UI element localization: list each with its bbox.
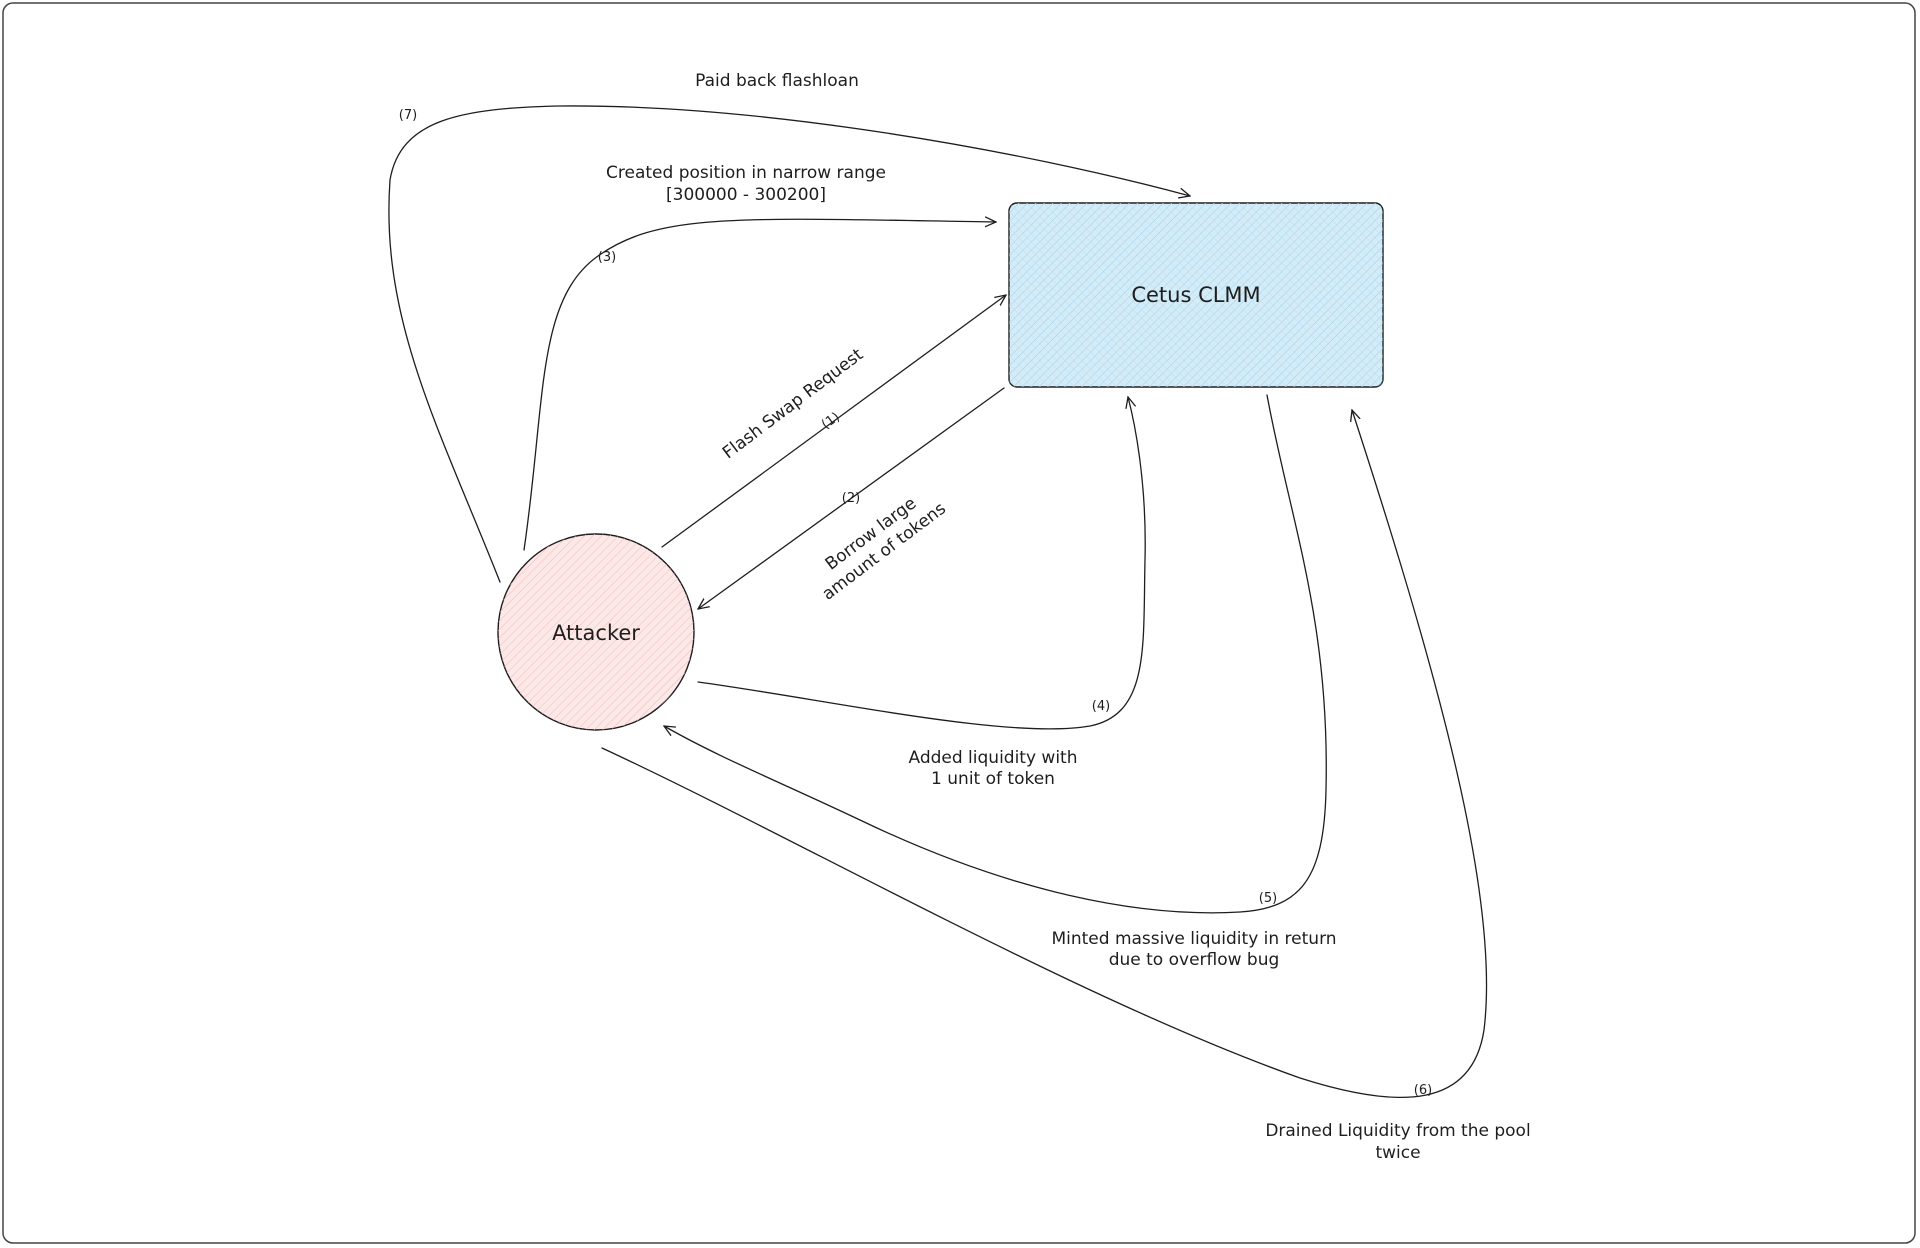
svg-text:1 unit of token: 1 unit of token xyxy=(931,769,1055,789)
edge-1-flash-swap-request xyxy=(661,295,1006,548)
svg-text:due to overflow bug: due to overflow bug xyxy=(1109,950,1280,970)
step-label-4: Added liquidity with 1 unit of token xyxy=(908,748,1077,789)
step-number-2: (2) xyxy=(842,491,860,506)
step-number-4: (4) xyxy=(1092,699,1110,714)
edge-2-borrow-tokens xyxy=(698,387,1005,609)
node-cetus-clmm-label: Cetus CLMM xyxy=(1131,283,1260,307)
svg-text:Drained Liquidity from the poo: Drained Liquidity from the pool xyxy=(1265,1121,1530,1141)
edge-3-created-position xyxy=(523,219,996,551)
step-number-7: (7) xyxy=(399,108,417,123)
edge-6-drained-liquidity xyxy=(601,410,1488,1099)
step-label-3: Created position in narrow range [300000… xyxy=(606,163,886,205)
edge-5-minted-liquidity xyxy=(664,394,1327,914)
node-attacker[interactable]: Attacker xyxy=(497,533,695,731)
svg-text:Added liquidity with: Added liquidity with xyxy=(908,748,1077,768)
node-cetus-clmm[interactable]: Cetus CLMM xyxy=(1008,202,1384,388)
edge-4-added-liquidity xyxy=(697,397,1146,730)
step-label-7: Paid back flashloan xyxy=(695,71,859,91)
step-number-6: (6) xyxy=(1414,1083,1432,1098)
node-attacker-label: Attacker xyxy=(552,621,640,645)
step-label-5: Minted massive liquidity in return due t… xyxy=(1051,929,1336,970)
svg-text:[300000 - 300200]: [300000 - 300200] xyxy=(666,185,826,205)
step-label-6: Drained Liquidity from the pool twice xyxy=(1265,1121,1530,1163)
step-number-5: (5) xyxy=(1259,891,1277,906)
edge-7-paid-back-flashloan xyxy=(388,105,1190,583)
svg-text:Minted massive liquidity in re: Minted massive liquidity in return xyxy=(1051,929,1336,949)
svg-text:Created position in narrow ran: Created position in narrow range xyxy=(606,163,886,183)
svg-text:twice: twice xyxy=(1375,1143,1420,1163)
step-number-3: (3) xyxy=(598,250,616,265)
